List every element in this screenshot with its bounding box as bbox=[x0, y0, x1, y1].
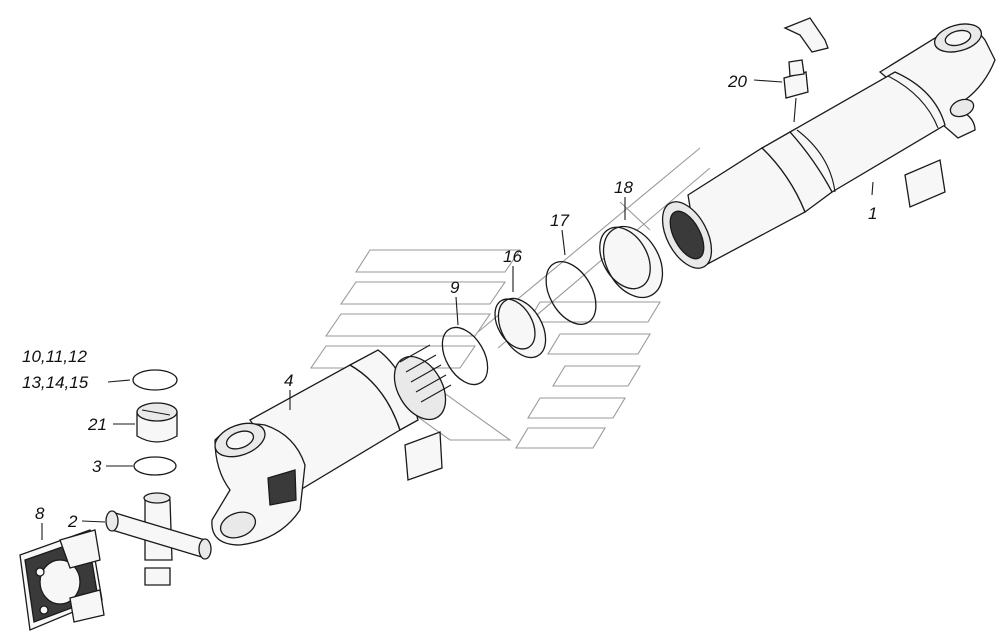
leader-lines bbox=[41, 79, 874, 540]
callout-3: 3 bbox=[92, 457, 102, 476]
callout-9: 9 bbox=[450, 278, 460, 297]
callout-17: 17 bbox=[550, 211, 569, 230]
part-9-ring bbox=[441, 326, 489, 386]
callout-1: 1 bbox=[868, 204, 877, 223]
callout-18: 18 bbox=[614, 178, 633, 197]
callout-2: 2 bbox=[67, 512, 78, 531]
callout-20: 20 bbox=[727, 72, 747, 91]
callout-labels: 1 20 18 17 16 9 4 10,11,12 13,14,15 21 3… bbox=[22, 72, 877, 531]
part-20-grease-nipple bbox=[783, 59, 809, 123]
callout-13-14-15: 13,14,15 bbox=[22, 373, 89, 392]
part-17-ring bbox=[545, 261, 597, 325]
part-10-15-circlip bbox=[132, 369, 178, 391]
callout-4: 4 bbox=[284, 371, 293, 390]
part-2-cross bbox=[105, 492, 212, 586]
part-8-flange-yoke bbox=[19, 529, 105, 631]
part-16-seal bbox=[494, 297, 547, 359]
part-3-seal bbox=[133, 456, 177, 476]
callout-16: 16 bbox=[503, 247, 522, 266]
bracket-clip bbox=[783, 17, 829, 53]
callout-21: 21 bbox=[87, 415, 107, 434]
part-18-sleeve bbox=[599, 225, 664, 299]
part-4-splined-yoke bbox=[211, 344, 452, 546]
part-21-bearing-cup bbox=[136, 402, 178, 443]
callout-8: 8 bbox=[35, 504, 45, 523]
callout-10-11-12: 10,11,12 bbox=[22, 347, 87, 366]
part-1-tube-yoke bbox=[661, 23, 996, 270]
